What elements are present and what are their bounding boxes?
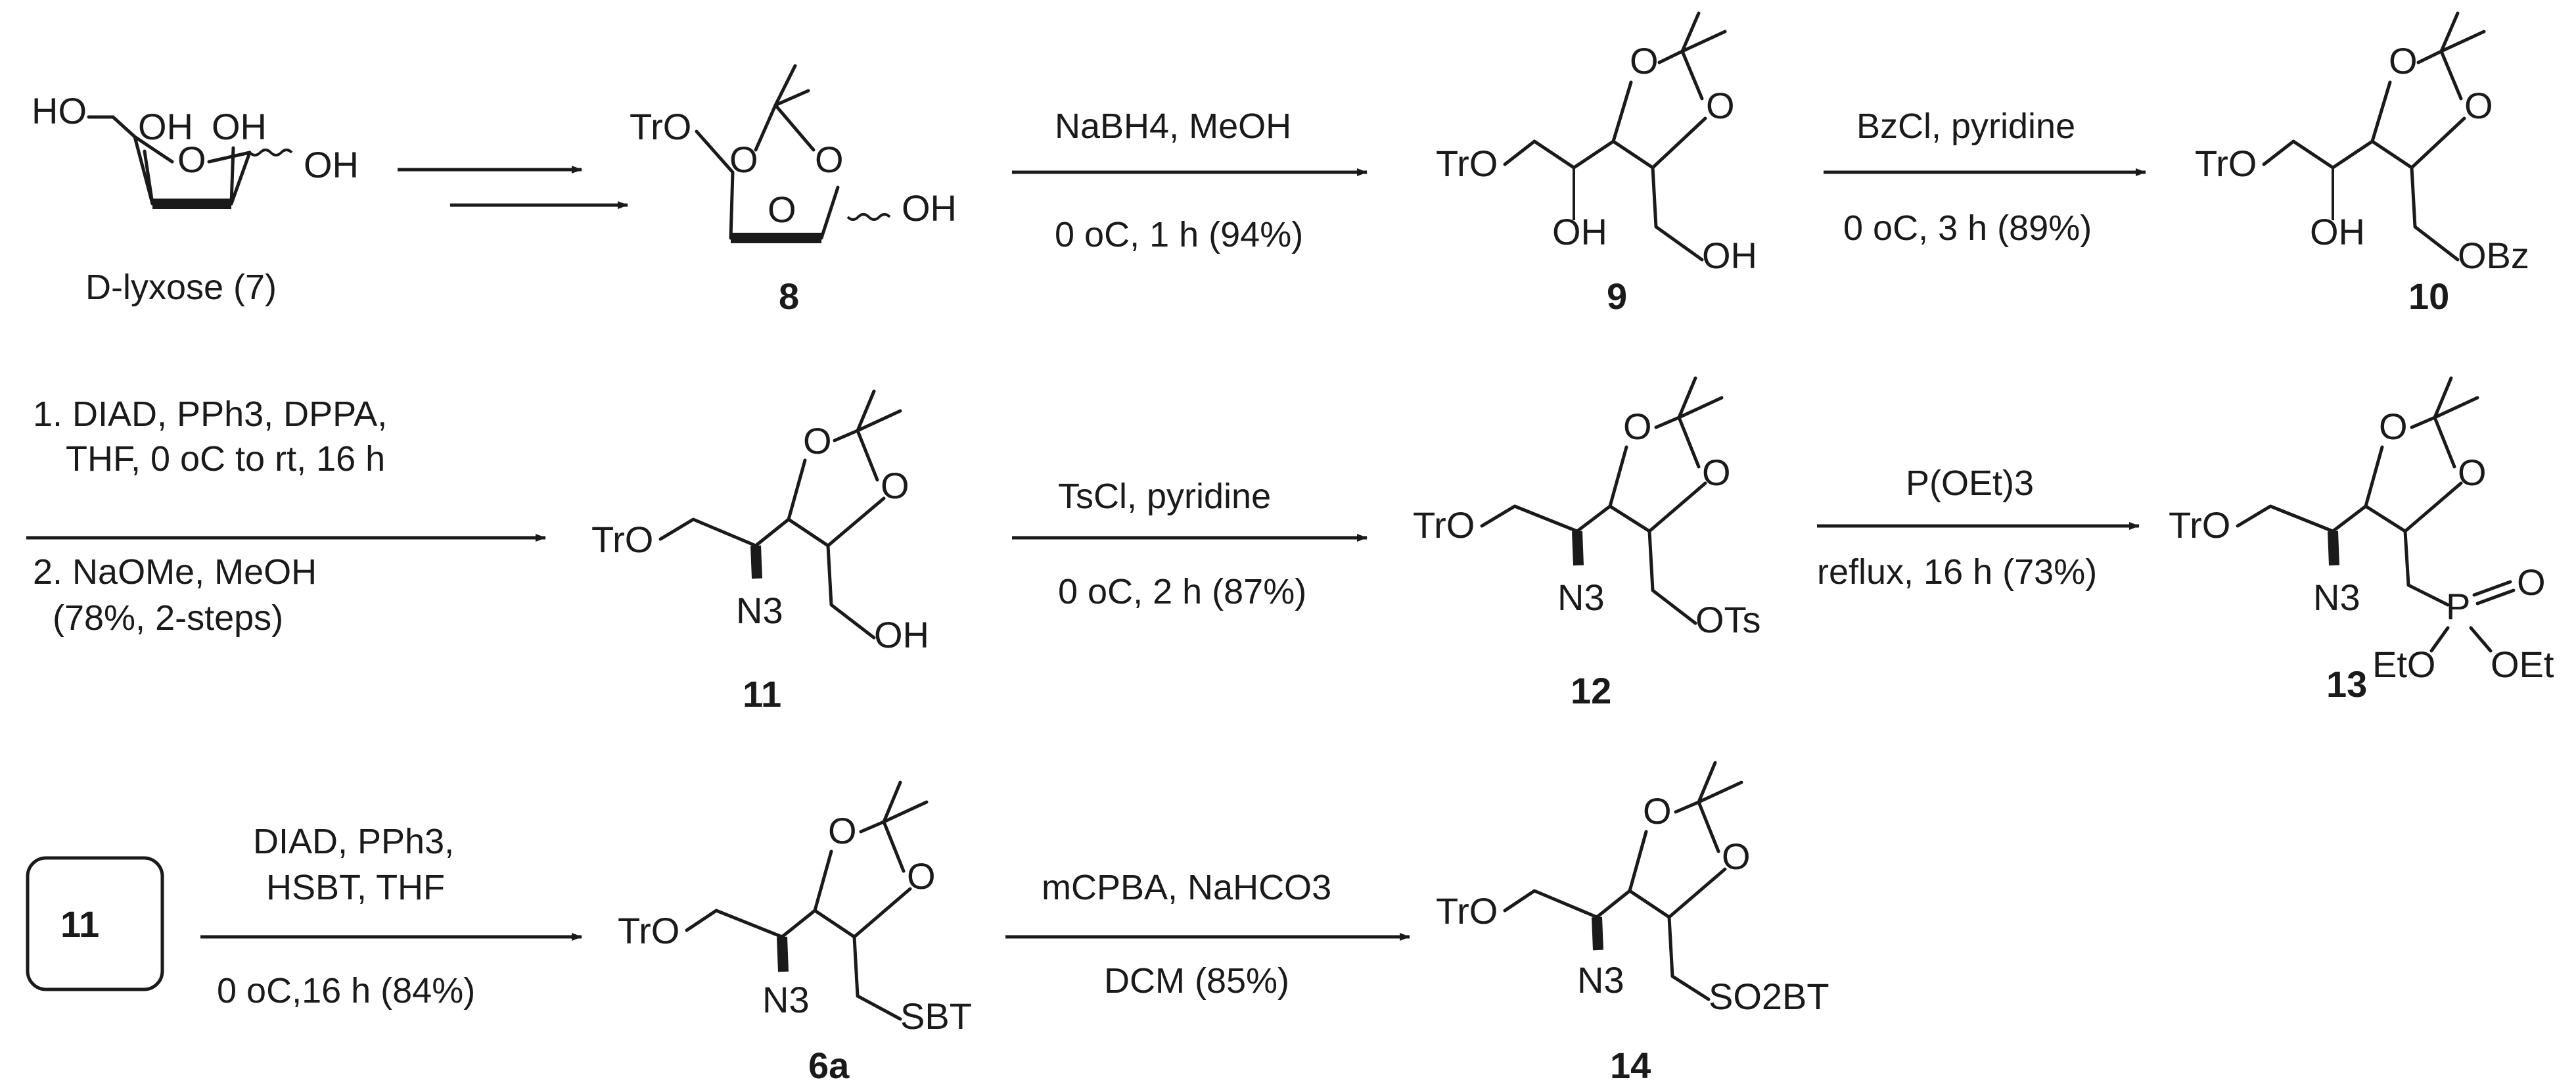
atom-label: OH: [1552, 211, 1607, 252]
atom-label: O: [729, 139, 758, 180]
atom-label: OH: [874, 614, 929, 655]
atom-label: EtO: [2372, 644, 2435, 685]
compound-9-label: 9: [1607, 275, 1627, 317]
compound-8-structure: TrO O O O OH: [630, 64, 957, 243]
atom-label: O: [881, 465, 909, 506]
atom-label: O: [803, 420, 832, 462]
atom-label: O: [2517, 561, 2546, 603]
atom-label: O: [177, 139, 206, 180]
atom-label: N3: [736, 590, 783, 631]
atom-label: TrO: [2195, 143, 2257, 184]
atom-label: OH: [212, 106, 267, 147]
atom-label: O: [907, 855, 936, 897]
atom-label: O: [828, 810, 857, 851]
atom-label: O: [1623, 406, 1652, 447]
compound-14-label: 14: [1610, 1045, 1651, 1086]
atom-label: OH: [304, 144, 359, 185]
atom-label: P: [2446, 586, 2470, 627]
compound-7-label: D-lyxose (7): [85, 268, 277, 307]
compound-9-structure: TrO OH O O OH: [1436, 11, 1757, 276]
reaction-step-4: 1. DIAD, PPh3, DPPA, THF, 0 oC to rt, 16…: [26, 394, 546, 638]
atom-label: OH: [138, 106, 193, 147]
atom-label: OTs: [1695, 599, 1761, 640]
compound-8-label: 8: [779, 275, 799, 317]
atom-label: OH: [1702, 235, 1757, 276]
compound-11-structure: TrO N3 O O OH: [591, 389, 929, 655]
atom-label: TrO: [618, 910, 679, 951]
reaction-step-6: P(OEt)3 reflux, 16 h (73%): [1817, 463, 2140, 592]
compound-6a-structure: TrO N3 O O SBT: [618, 780, 972, 1037]
reaction-arrow-multistep: [398, 166, 628, 209]
atom-label: N3: [1557, 577, 1605, 618]
reaction-step-8: mCPBA, NaHCO3 DCM (85%): [1005, 868, 1410, 1001]
atom-label: N3: [762, 979, 810, 1020]
atom-label: TrO: [1436, 143, 1498, 184]
atom-label: O: [768, 189, 796, 230]
condition-text: 0 oC, 3 h (89%): [1843, 208, 2092, 248]
atom-label: O: [1630, 40, 1659, 82]
compound-10-structure: TrO OH O O OBz: [2195, 11, 2529, 276]
compound-7-structure: HO OH O OH OH: [32, 90, 359, 209]
atom-label: O: [1706, 85, 1735, 126]
condition-text: DCM (85%): [1104, 961, 1289, 1001]
atom-label: O: [815, 139, 844, 180]
reaction-step-3: BzCl, pyridine 0 oC, 3 h (89%): [1824, 107, 2146, 248]
condition-text: (78%, 2-steps): [53, 598, 283, 638]
reaction-step-2: NaBH4, MeOH 0 oC, 1 h (94%): [1012, 107, 1368, 254]
condition-text: 0 oC, 1 h (94%): [1055, 215, 1303, 254]
boxed-compound-label: 11: [60, 903, 99, 945]
reaction-step-7: DIAD, PPh3, HSBT, THF 0 oC,16 h (84%): [200, 822, 582, 1010]
reagent-text: TsCl, pyridine: [1058, 477, 1271, 516]
atom-label: O: [1702, 452, 1731, 493]
compound-13-structure: TrO N3 O O P O EtO OEt: [2169, 376, 2554, 685]
atom-label: TrO: [630, 106, 691, 147]
reagent-text: THF, 0 oC to rt, 16 h: [66, 439, 385, 479]
reagent-text: P(OEt)3: [1906, 463, 2034, 503]
reagent-text: HSBT, THF: [266, 868, 445, 907]
atom-label: SBT: [900, 995, 972, 1037]
atom-label: TrO: [2169, 504, 2230, 546]
compound-12-label: 12: [1571, 670, 1611, 711]
reagent-text: BzCl, pyridine: [1856, 107, 2075, 146]
atom-label: TrO: [1413, 504, 1475, 546]
atom-label: TrO: [1436, 890, 1498, 932]
reagent-text: NaBH4, MeOH: [1055, 107, 1291, 146]
atom-label: O: [2464, 85, 2493, 126]
atom-label: SO2BT: [1709, 976, 1829, 1017]
compound-14-structure: TrO N3 O O SO2BT: [1436, 761, 1829, 1017]
atom-label: O: [1722, 836, 1751, 877]
reagent-text: mCPBA, NaHCO3: [1042, 868, 1331, 907]
atom-label: N3: [2313, 577, 2360, 618]
atom-label: O: [2458, 452, 2487, 493]
condition-text: 0 oC,16 h (84%): [217, 971, 475, 1010]
reagent-text: 1. DIAD, PPh3, DPPA,: [33, 394, 387, 434]
atom-label: TrO: [591, 519, 653, 560]
compound-6a-label: 6a: [808, 1045, 850, 1086]
atom-label: OH: [902, 187, 957, 229]
atom-label: HO: [32, 90, 87, 131]
atom-label: N3: [1577, 959, 1624, 1001]
reagent-text: DIAD, PPh3,: [253, 822, 454, 861]
atom-label: O: [1643, 790, 1672, 832]
reagent-text: 2. NaOMe, MeOH: [33, 552, 317, 592]
atom-label: OH: [2310, 211, 2365, 252]
atom-label: O: [2379, 406, 2408, 447]
condition-text: 0 oC, 2 h (87%): [1058, 572, 1306, 611]
reaction-step-5: TsCl, pyridine 0 oC, 2 h (87%): [1012, 477, 1368, 611]
compound-11-label: 11: [743, 673, 781, 715]
atom-label: O: [2389, 40, 2418, 82]
compound-10-label: 10: [2408, 275, 2449, 317]
compound-13-label: 13: [2326, 663, 2367, 705]
compound-12-structure: TrO N3 O O OTs: [1413, 376, 1761, 640]
condition-text: reflux, 16 h (73%): [1817, 552, 2097, 592]
boxed-compound-11: 11: [26, 856, 164, 991]
atom-label: OBz: [2458, 235, 2529, 276]
atom-label: OEt: [2491, 644, 2554, 685]
